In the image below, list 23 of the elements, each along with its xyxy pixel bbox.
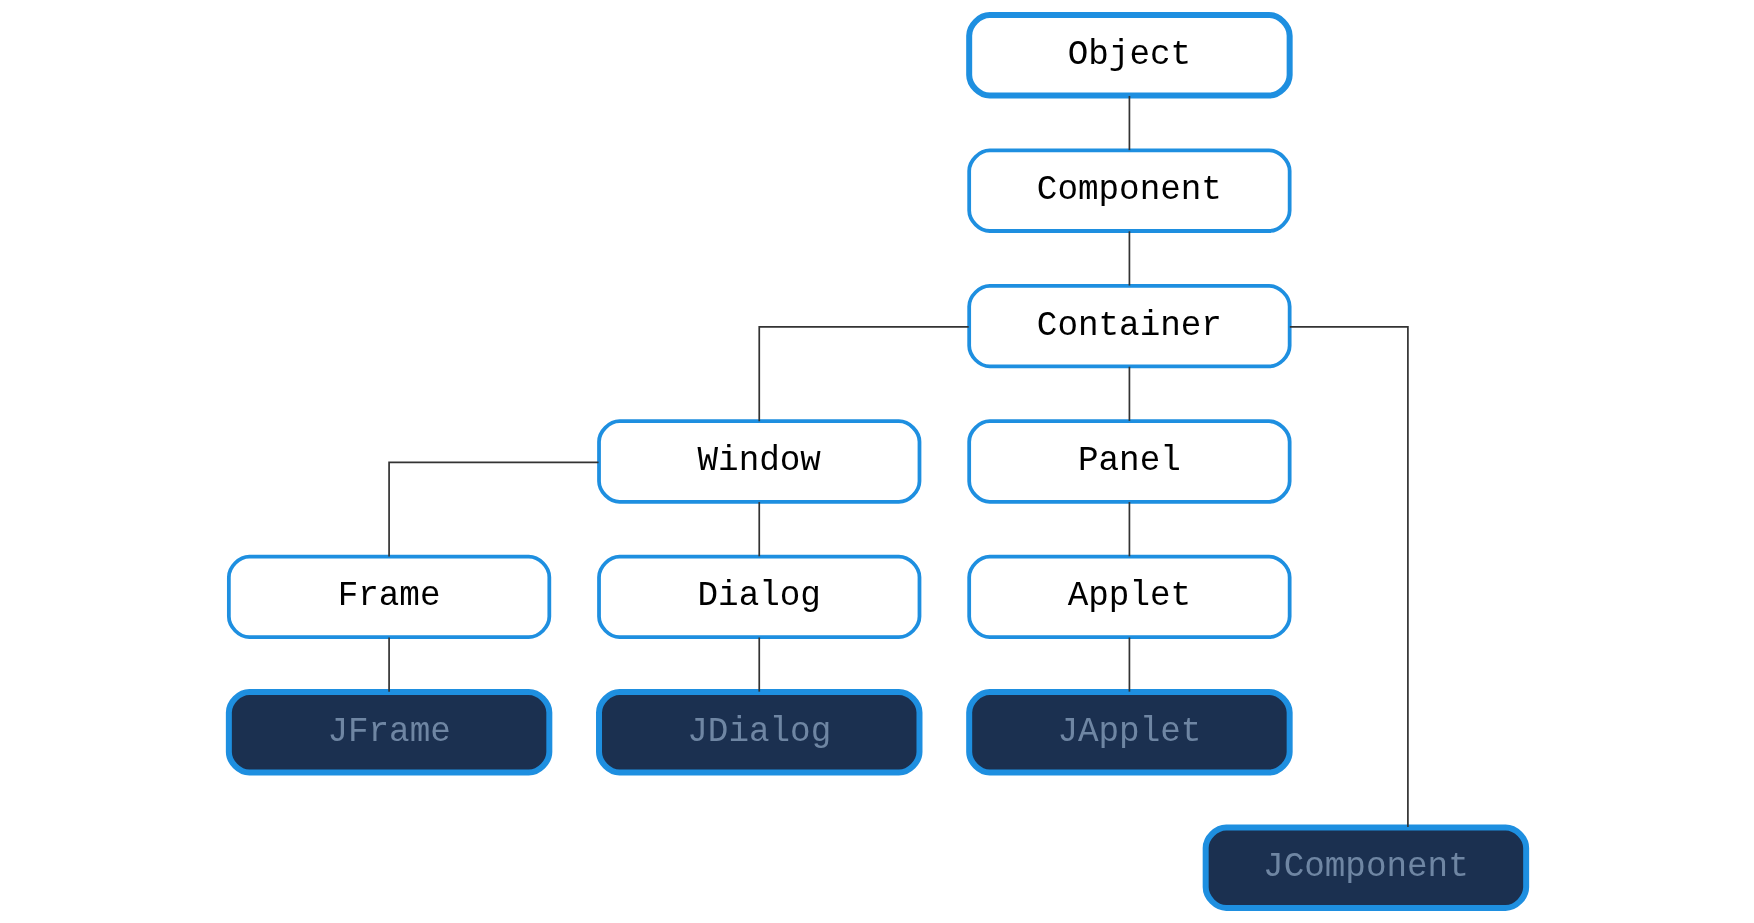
node-box: Frame xyxy=(226,554,551,640)
node-box: Component xyxy=(966,148,1292,233)
connector xyxy=(1128,501,1130,558)
node-box: JDialog xyxy=(595,689,922,776)
node-box: Dialog xyxy=(596,554,921,640)
node-box: Window xyxy=(596,419,921,504)
connector xyxy=(757,636,760,693)
connector xyxy=(387,636,390,693)
connector xyxy=(1128,636,1130,693)
node-box: Applet xyxy=(966,554,1292,640)
node-box: Container xyxy=(966,283,1292,369)
connector xyxy=(757,501,760,558)
connector xyxy=(1128,365,1130,422)
node-box: JApplet xyxy=(965,689,1293,776)
node-box: Panel xyxy=(966,419,1292,504)
connector xyxy=(1128,230,1130,287)
connector xyxy=(757,326,970,422)
node-box: JFrame xyxy=(225,689,552,776)
connector xyxy=(1128,95,1130,151)
node-box: Object xyxy=(965,12,1293,99)
connector xyxy=(387,461,599,558)
connector xyxy=(1288,326,1409,828)
node-box: JComponent xyxy=(1202,824,1529,911)
